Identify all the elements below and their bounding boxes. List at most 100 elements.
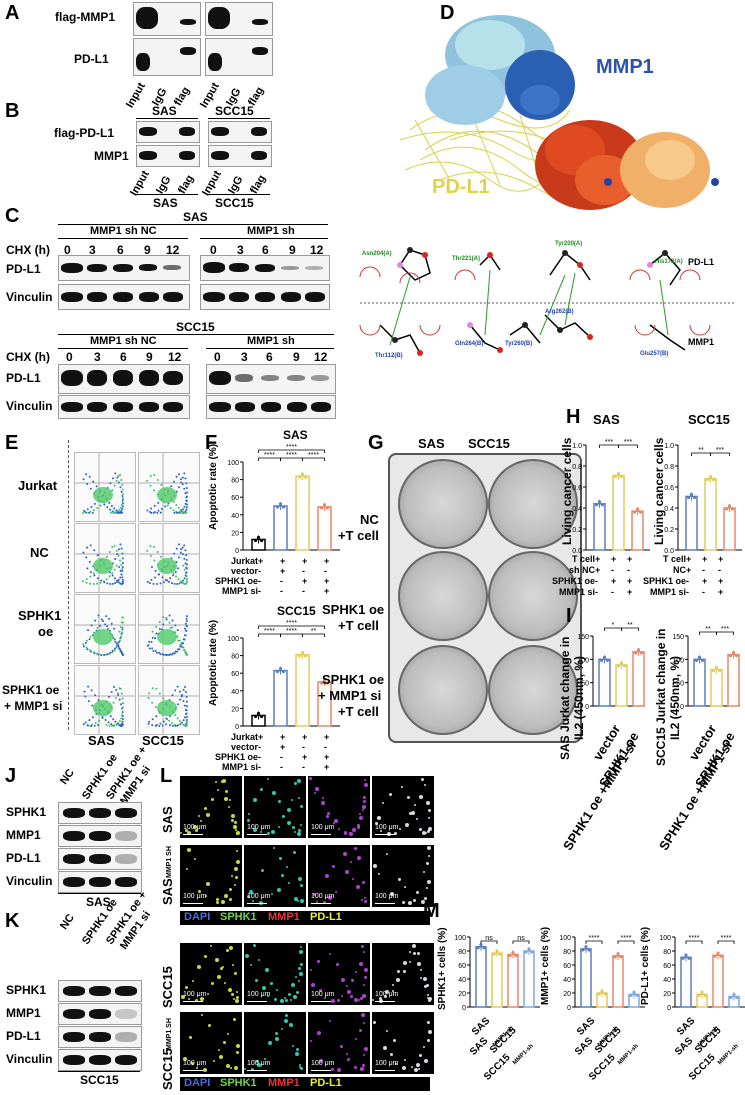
- a-blot-1: [133, 2, 201, 36]
- data-point: [597, 992, 601, 996]
- y-tick: 60: [458, 963, 466, 970]
- table-row-label: MMP1 si: [558, 587, 595, 597]
- y-tick: 60: [663, 963, 671, 970]
- l-sas-sh-sup: MMP1 SH: [166, 846, 173, 878]
- table-sign: -: [686, 576, 689, 586]
- y-tick: 40: [563, 977, 571, 984]
- significance-label: ***: [624, 439, 632, 446]
- c-scc-sh: MMP1 sh: [247, 335, 295, 347]
- data-point: [322, 503, 327, 507]
- flow-plot: [74, 452, 136, 522]
- bar: [523, 950, 535, 1008]
- l-scc15-sh-sup: MMP1 SH: [166, 1018, 173, 1050]
- data-point: [524, 950, 528, 954]
- d-res-thr221: Thr221(A): [452, 256, 480, 262]
- i-ylabel-scc-2: IL2 (450nm, %): [668, 655, 682, 740]
- data-point: [686, 495, 691, 500]
- j-underline: [58, 893, 140, 894]
- l-legend-sphk1-2: SPHK1: [220, 1077, 257, 1089]
- micro-image: 100 μm: [372, 1012, 434, 1074]
- y-tick: 20: [231, 706, 239, 713]
- a-flag-mmp1-label: flag-MMP1: [55, 10, 115, 24]
- table-row-label: sh NC: [568, 565, 595, 575]
- table-sign: -: [595, 587, 598, 597]
- data-point: [603, 992, 607, 996]
- data-point: [584, 945, 588, 949]
- e-row-sphk1-oe: oe: [38, 624, 54, 639]
- bar: [273, 669, 288, 727]
- m-xlabel-sas: SAS: [470, 1015, 493, 1038]
- data-point: [731, 651, 736, 655]
- table-sign: -: [627, 565, 630, 575]
- m-xlabel-sas: SAS: [575, 1015, 598, 1038]
- data-point: [632, 510, 637, 514]
- y-tick: 80: [231, 478, 239, 485]
- e-col-scc15: SCC15: [142, 733, 184, 748]
- data-point: [727, 504, 732, 508]
- i-ylabel-scc-1: SCC15 Jurkat change in: [654, 628, 668, 766]
- table-sign: +: [324, 752, 330, 762]
- data-point: [636, 648, 641, 652]
- c-scc-nc-pdl1-blot: [58, 364, 190, 394]
- table-sign: -: [718, 565, 721, 575]
- data-point: [716, 951, 720, 955]
- table-sign: +: [718, 576, 724, 586]
- g-scc15: SCC15: [468, 436, 510, 451]
- scale-bar-label: 100 μm: [183, 893, 207, 900]
- data-point: [300, 472, 305, 476]
- data-point: [325, 681, 330, 685]
- f-sas-ylabel: Apoptotic rate (%): [208, 443, 219, 530]
- scale-bar-label: 100 μm: [375, 1060, 399, 1067]
- bar: [632, 651, 645, 707]
- data-point: [622, 664, 627, 668]
- c-sas-t3: 3: [89, 243, 96, 257]
- table-sign: +: [718, 587, 724, 597]
- table-sign: +: [302, 752, 308, 762]
- bar: [491, 952, 503, 1008]
- data-point: [619, 661, 624, 665]
- data-point: [275, 669, 280, 674]
- m-ylabel-2: MMP1+ cells (%): [540, 926, 551, 1005]
- significance-label: ***: [721, 626, 729, 633]
- table-sign: -: [302, 762, 305, 772]
- y-tick: 0: [585, 704, 589, 711]
- d-res-arg262: Arg262(B): [545, 309, 574, 315]
- d-res-thr112: Thr112(B): [375, 353, 403, 359]
- data-point: [728, 654, 733, 658]
- b-lane-3: flag: [176, 173, 197, 196]
- y-tick: 1.0: [664, 443, 674, 450]
- micro-image: 100 μm: [308, 1012, 370, 1074]
- f-scc15-title: SCC15: [277, 604, 316, 618]
- flow-plot: [138, 452, 200, 522]
- significance-label: ***: [716, 447, 724, 454]
- table-sign: -: [324, 742, 327, 752]
- data-point: [530, 950, 534, 954]
- table-sign: +: [258, 732, 264, 742]
- e-row-sphk1-mmp1-b: + MMP1 si: [4, 699, 63, 713]
- micro-image: 100 μm: [244, 943, 306, 1005]
- k-cell: SCC15: [80, 1073, 119, 1087]
- data-point: [719, 954, 723, 958]
- y-tick: 20: [231, 530, 239, 537]
- d-res-asn204: Asn204(A): [362, 251, 392, 257]
- table-sign: +: [302, 576, 308, 586]
- y-tick: 0.0: [664, 548, 674, 555]
- h-scc-ylabel: Living cancer cells: [652, 437, 666, 545]
- c-scc-sh-vinc-blot: [206, 395, 336, 419]
- c-scc-pdl1: PD-L1: [6, 371, 41, 385]
- y-tick: 60: [231, 671, 239, 678]
- micro-image: 100 μm: [244, 845, 306, 907]
- data-point: [705, 478, 710, 482]
- table-sign: -: [302, 566, 305, 576]
- panel-label-f: F: [205, 432, 218, 454]
- table-sign: +: [611, 554, 617, 564]
- c-sas-sh-t3: 3: [237, 243, 244, 257]
- c-scc-shnc: MMP1 sh NC: [90, 335, 157, 347]
- d-mmp1-label: MMP1: [596, 56, 654, 78]
- c-scc-sh-t12: 12: [314, 350, 328, 364]
- table-sign: +: [302, 556, 308, 566]
- scale-bar-label: 100 μm: [375, 991, 399, 998]
- bar: [295, 653, 310, 727]
- y-tick: 80: [458, 949, 466, 956]
